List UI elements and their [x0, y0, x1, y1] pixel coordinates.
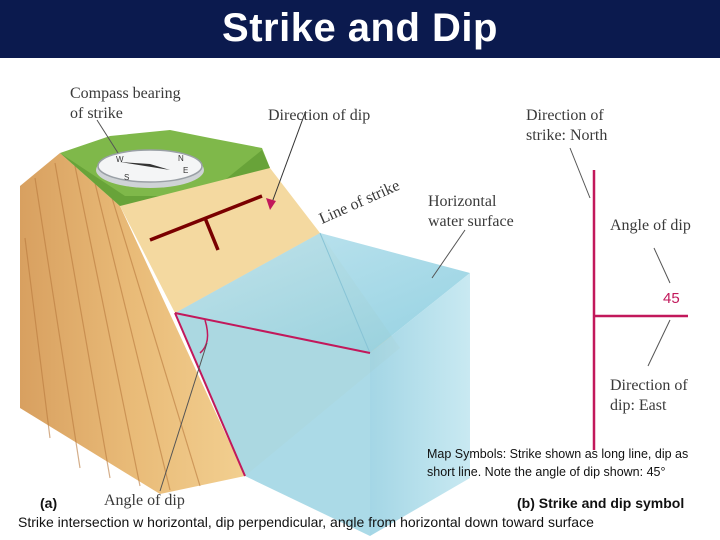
label-angle-of-dip-b: Angle of dip: [610, 217, 691, 234]
slide-caption: Strike intersection w horizontal, dip pe…: [18, 514, 594, 530]
panel-label-b: (b) Strike and dip symbol: [517, 495, 684, 511]
label-compass-line1: Compass bearing: [70, 85, 181, 102]
water-top-surface: [175, 233, 470, 353]
label-strike-direction-line1: Direction of: [526, 107, 604, 124]
block-diagram: N E S W: [20, 112, 470, 536]
dip-value: 45: [663, 290, 680, 307]
label-line-of-strike: Line of strike: [317, 177, 403, 228]
line-of-strike: [174, 312, 371, 354]
map-symbols-note: Map Symbols: Strike shown as long line, …: [427, 447, 689, 479]
water-leader: [431, 229, 466, 279]
water-side-face: [370, 273, 470, 536]
water-edge: [319, 232, 371, 354]
label-water-line1: Horizontal: [428, 193, 497, 210]
label-direction-of-dip: Direction of dip: [268, 107, 370, 124]
panel-label-a: (a): [40, 495, 57, 511]
dip-direction-arrow: [269, 112, 306, 209]
compass-letter-w: W: [116, 155, 124, 164]
angle-leader: [159, 342, 208, 492]
water-front-face: [175, 313, 370, 536]
strike-direction-leader: [569, 147, 591, 199]
compass-leader: [96, 119, 119, 154]
label-dip-direction-line2: dip: East: [610, 397, 667, 414]
rock-strata: [24, 162, 201, 491]
title-bar: [0, 0, 720, 58]
label-dip-direction-line1: Direction of: [610, 377, 688, 394]
dip-line: [174, 312, 246, 477]
compass-letter-n: N: [178, 154, 184, 163]
label-angle-of-dip-a: Angle of dip: [104, 492, 185, 509]
label-strike-direction-line2: strike: North: [526, 127, 607, 144]
slide-title: Strike and Dip: [222, 6, 498, 50]
rock-front-face: [20, 153, 245, 494]
strike-dip-symbol-b: [592, 170, 688, 450]
compass-letter-s: S: [124, 173, 129, 182]
angle-leader-b: [653, 247, 671, 284]
strike-dip-figure: N E S W Compass bearing of strike Direct…: [20, 85, 691, 536]
compass: N E S W: [96, 149, 204, 188]
dip-direction-leader-b: [647, 319, 671, 367]
dip-angle-arc: [199, 319, 209, 354]
strike-dip-map-symbol: [149, 194, 263, 251]
compass-letter-e: E: [183, 166, 188, 175]
label-water-line2: water surface: [428, 213, 514, 230]
label-compass-line2: of strike: [70, 105, 123, 122]
